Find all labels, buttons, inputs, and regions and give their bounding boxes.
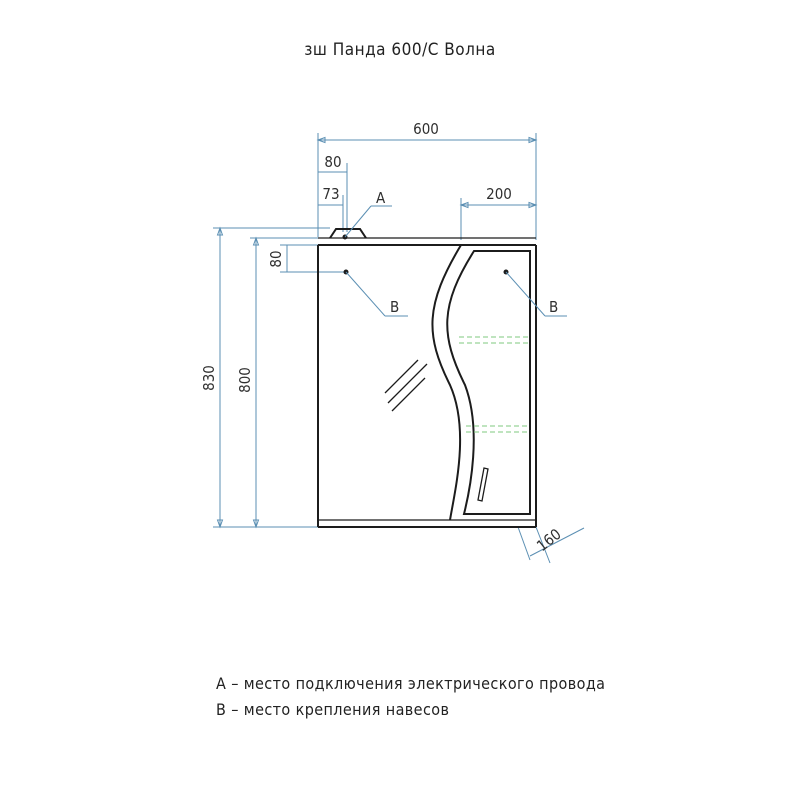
legend-item-b: B – место крепления навесов [216,700,450,719]
dimension-depth-160-label: 160 [533,525,564,555]
marker-a-label: A [376,189,386,207]
legend-item-a: A – место подключения электрического про… [216,674,606,693]
marker-b-left-label: B [390,298,399,316]
marker-b-right-label: B [549,298,558,316]
shelves [459,336,530,433]
marker-a: A [342,189,392,240]
dimension-width-label: 600 [413,120,439,138]
dimension-top-80-label: 80 [267,250,285,267]
dimension-right-200-label: 200 [486,185,512,203]
dimension-top-80: 80 [267,244,345,273]
dimension-height-800-label: 800 [236,367,254,393]
dimension-width: 600 [316,120,538,237]
cabinet-outline [317,228,537,528]
marker-b-right: B [503,269,567,317]
dimension-left-80: 80 [318,153,348,232]
dimension-right-200: 200 [459,185,538,240]
dimension-left-73-label: 73 [322,185,339,203]
wave-door [431,244,531,521]
marker-b-left: B [343,269,408,317]
dimension-depth-160: 160 [517,525,585,564]
drawing-title: зш Панда 600/С Волна [304,40,496,60]
dimension-height-830-label: 830 [200,365,218,391]
dimension-left-80-label: 80 [324,153,341,171]
dimension-left-73: 73 [318,185,344,232]
dimension-height-800: 800 [236,236,318,529]
door-handle-icon [477,467,489,502]
dimension-height-830: 830 [200,226,330,529]
mirror-reflection-icon [384,359,428,412]
